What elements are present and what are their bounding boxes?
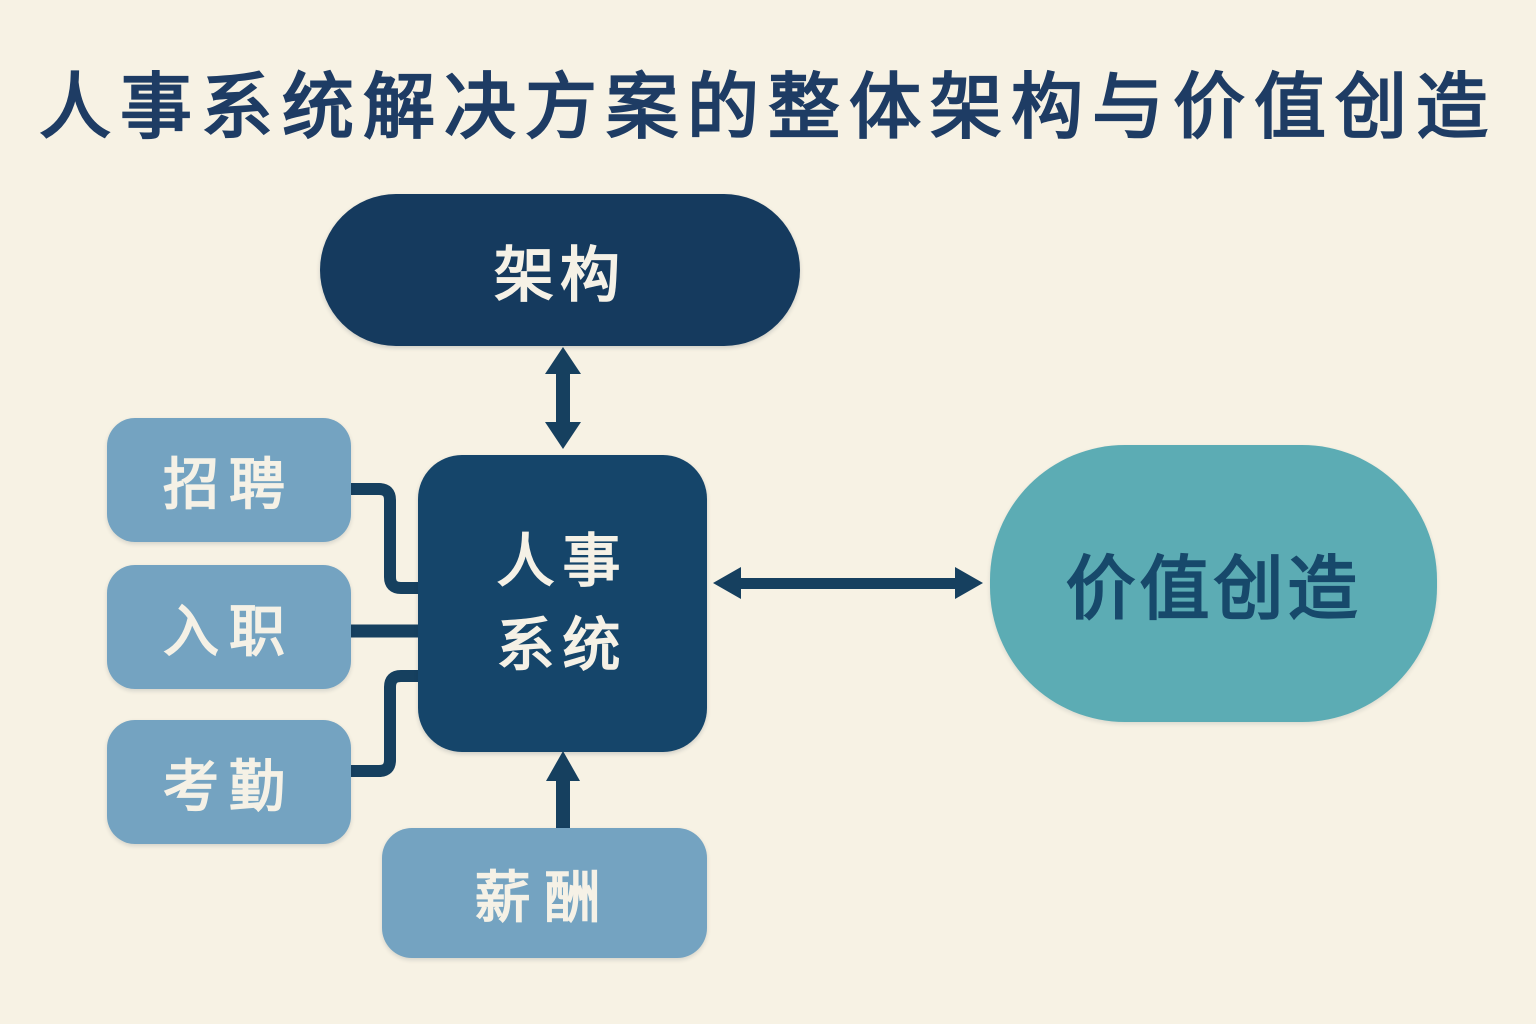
node-hr-system-label-line2: 系统 [496,610,629,679]
node-attendance-label: 考勤 [163,754,295,820]
arrow-compensation-hrsystem [546,751,580,830]
double-arrow-hrsystem-value [713,567,983,599]
node-recruitment-label: 招聘 [163,452,295,518]
node-value-creation-label: 价值创造 [1065,548,1362,630]
node-value-creation: 价值创造 [990,445,1437,722]
double-arrow-architecture-hrsystem [545,347,581,449]
diagram-title: 人事系统解决方案的整体架构与价值创造 [38,65,1497,149]
node-onboarding: 入职 [107,565,351,689]
node-attendance: 考勤 [107,720,351,844]
node-hr-system: 人事 系统 [418,455,707,752]
node-compensation: 薪酬 [382,828,707,958]
node-hr-system-label-line1: 人事 [496,526,629,595]
node-recruitment: 招聘 [107,418,351,542]
node-architecture: 架构 [320,194,800,346]
node-compensation-label: 薪酬 [474,865,615,931]
connector-attendance [348,670,420,777]
node-onboarding-label: 入职 [163,599,295,665]
connector-recruitment [348,483,420,594]
node-architecture-label: 架构 [494,240,626,311]
